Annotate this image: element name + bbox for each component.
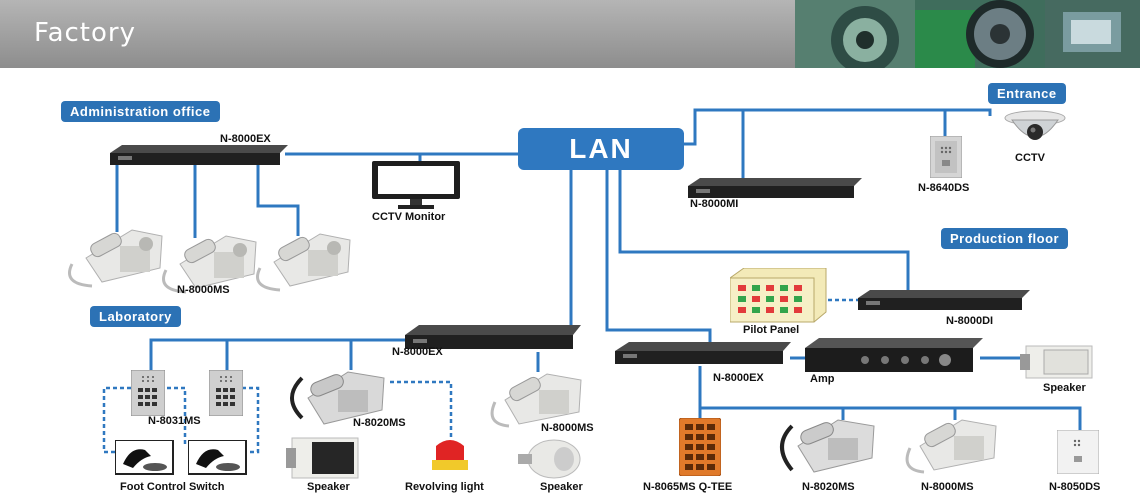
admin-exchange-label: N-8000EX (220, 133, 271, 145)
section-production-floor: Production floor (941, 228, 1069, 249)
foot-switch-2-icon (187, 439, 248, 481)
production-door-station-icon (1056, 429, 1100, 479)
revolving-light-label: Revolving light (405, 481, 484, 493)
production-speaker-icon (1020, 344, 1094, 385)
production-exchange-unit (615, 342, 793, 371)
section-laboratory: Laboratory (90, 306, 181, 327)
production-desk-phone-2-icon (900, 416, 1000, 481)
section-entrance: Entrance (988, 83, 1066, 104)
entrance-door-station-label: N-8640DS (918, 182, 970, 194)
admin-phones-label: N-8000MS (177, 284, 230, 296)
revolving-light-icon (430, 438, 470, 477)
pilot-panel-label: Pilot Panel (743, 324, 800, 336)
lab-speaker-2-label: Speaker (540, 481, 583, 493)
lab-station-1-icon (130, 369, 166, 421)
production-desk-phone-1-icon (778, 416, 878, 483)
page-title: Factory (34, 18, 136, 48)
qtee-station-icon (678, 417, 722, 481)
cctv-camera-label: CCTV (1015, 152, 1045, 164)
amplifier-label: Amp (810, 373, 835, 385)
lab-speaker-icon (286, 434, 360, 485)
lab-station-2-icon (208, 369, 244, 421)
entrance-door-station-icon (929, 135, 963, 183)
lab-speaker-2-icon (518, 438, 582, 485)
admin-desk-phone-1-icon (62, 224, 168, 295)
admin-desk-phone-2-icon (156, 230, 262, 301)
foot-switch-1-icon (114, 439, 175, 481)
lab-speaker-label: Speaker (307, 481, 350, 493)
lab-desk-phone-icon (288, 368, 388, 435)
page-header: Factory (0, 0, 1140, 68)
admin-exchange-unit (110, 145, 290, 172)
production-exchange-label: N-8000EX (713, 372, 764, 384)
qtee-label: N-8065MS Q-TEE (643, 481, 733, 493)
production-door-station-label: N-8050DS (1049, 481, 1101, 493)
lab-desk-phone-2-icon (485, 370, 585, 435)
admin-desk-phone-3-icon (250, 228, 356, 299)
production-speaker-label: Speaker (1043, 382, 1086, 394)
foot-switch-label: Foot Control Switch (120, 481, 225, 493)
factory-machinery-photo (795, 0, 1140, 68)
section-administration-office: Administration office (61, 101, 220, 122)
cctv-camera-icon (1004, 110, 1066, 155)
di-unit (858, 290, 1032, 317)
cctv-monitor-label: CCTV Monitor (372, 211, 446, 223)
lab-exchange-unit (405, 325, 583, 356)
lab-exchange-label: N-8000EX (392, 346, 443, 358)
lab-stations-label: N-8031MS (148, 415, 201, 427)
cctv-monitor-icon (372, 161, 462, 216)
amplifier-icon (805, 338, 985, 379)
pilot-panel-icon (729, 267, 828, 329)
mi-unit-label: N-8000MI (690, 198, 739, 210)
production-desk-phone-1-label: N-8020MS (802, 481, 855, 493)
di-unit-label: N-8000DI (946, 315, 994, 327)
lab-desk-phone-label: N-8020MS (353, 417, 406, 429)
mi-unit (688, 178, 864, 205)
lab-desk-phone-2-label: N-8000MS (541, 422, 594, 434)
lan-node: LAN (518, 128, 684, 170)
production-desk-phone-2-label: N-8000MS (921, 481, 974, 493)
